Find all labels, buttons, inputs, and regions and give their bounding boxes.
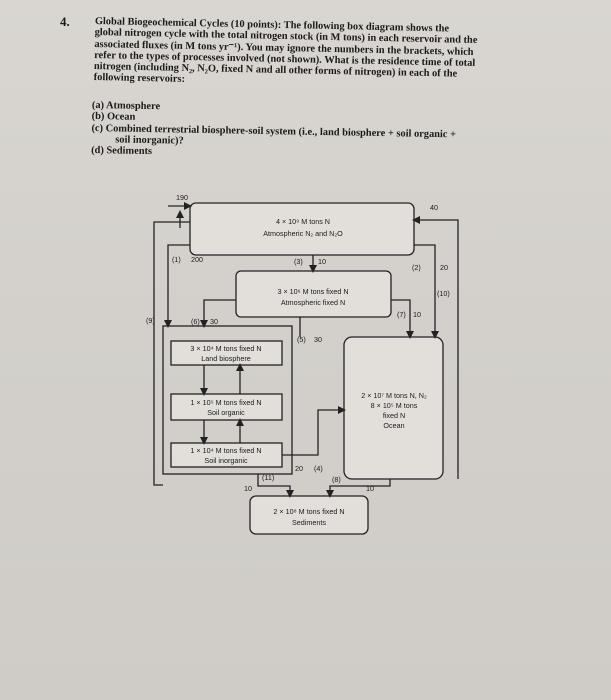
atm-fixed-stock: 3 × 10⁶ M tons fixed N (277, 287, 348, 296)
atmosphere-stock: 4 × 10⁹ M tons N (276, 217, 330, 226)
sediments-label: Sediments (292, 518, 326, 527)
land-biosphere-box (170, 340, 283, 366)
flux-10-11: 10 (244, 484, 252, 493)
question-number: 4. (60, 14, 70, 29)
flux-5-ref: (5) (297, 335, 306, 344)
soil-organic-label: Soil organic (207, 408, 245, 417)
flux-20-2: 20 (440, 263, 448, 272)
flux-200: 200 (191, 255, 203, 264)
flux-7-ref: (7) (397, 310, 406, 319)
flux-3-ref: (3) (294, 257, 303, 266)
soil-organic-stock: 1 × 10⁵ M tons fixed N (190, 398, 261, 407)
flux-8-ref: (8) (332, 475, 341, 484)
sediments-box (249, 495, 369, 535)
flux-9-ref: (9) (146, 316, 155, 325)
flux-10-3: 10 (318, 257, 326, 266)
atmosphere-label: Atmospheric N₂ and N₂O (263, 229, 343, 238)
flux-40: 40 (430, 203, 438, 212)
ocean-stock-2: 8 × 10⁵ M tons (371, 401, 418, 410)
flux-20-4: 20 (295, 464, 303, 473)
flux-10-8: 10 (366, 484, 374, 493)
land-biosphere-label: Land biosphere (201, 354, 251, 363)
flux-30-5: 30 (314, 335, 322, 344)
soil-inorganic-label: Soil inorganic (204, 456, 248, 465)
soil-organic-box (170, 393, 283, 421)
atmosphere-box (189, 202, 415, 256)
land-biosphere-stock: 3 × 10⁴ M tons fixed N (190, 344, 261, 353)
flux-1-ref: (1) (172, 255, 181, 264)
flux-10-7: 10 (413, 310, 421, 319)
flux-4-ref: (4) (314, 464, 323, 473)
flux-9-line (153, 221, 190, 486)
ocean-label: Ocean (383, 421, 404, 430)
sediments-stock: 2 × 10⁸ M tons fixed N (273, 507, 344, 516)
flux-30-6: 30 (210, 317, 218, 326)
ocean-stock-3: fixed N (383, 411, 405, 420)
flux-190: 190 (176, 193, 188, 202)
flux-2-ref: (2) (412, 263, 421, 272)
terrestrial-frame (162, 325, 293, 475)
ocean-stock-1: 2 × 10⁷ M tons N, N₂ (361, 391, 427, 400)
atm-fixed-label: Atmospheric fixed N (281, 298, 345, 307)
soil-inorganic-box (170, 442, 283, 468)
soil-inorganic-stock: 1 × 10⁴ M tons fixed N (190, 446, 261, 455)
flux-10-ref: (10) (437, 289, 450, 298)
flux-6-ref: (6) (191, 317, 200, 326)
flux-11-ref: (11) (262, 473, 274, 482)
